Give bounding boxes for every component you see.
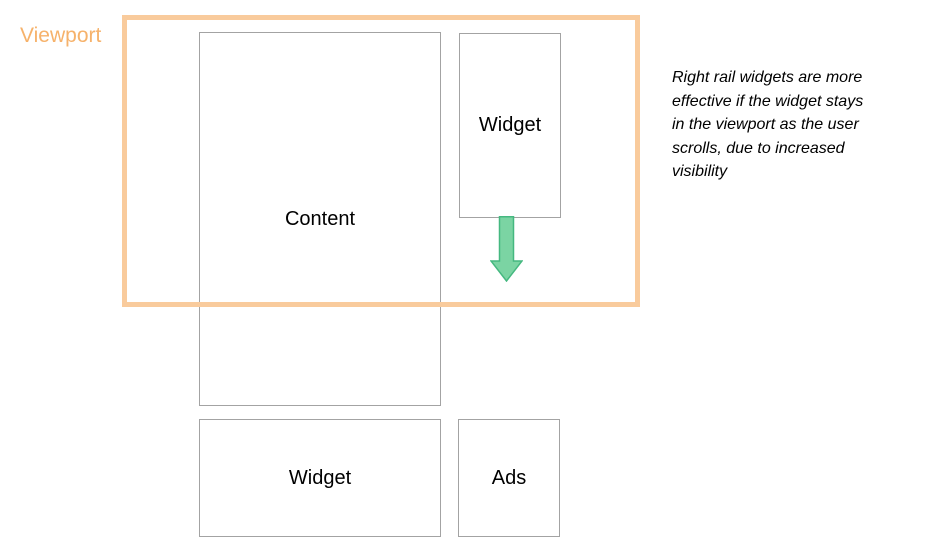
viewport-label: Viewport bbox=[20, 24, 102, 47]
right-rail-widget-box: Widget bbox=[459, 33, 561, 218]
ads-box: Ads bbox=[458, 419, 560, 537]
content-box: Content bbox=[199, 32, 441, 406]
content-label: Content bbox=[284, 207, 356, 230]
scroll-down-arrow-shape bbox=[490, 216, 523, 282]
scroll-down-arrow-icon bbox=[490, 216, 523, 282]
bottom-widget-box: Widget bbox=[199, 419, 441, 537]
ads-label: Ads bbox=[491, 466, 527, 489]
annotation-text: Right rail widgets are more effective if… bbox=[672, 69, 864, 180]
bottom-widget-label: Widget bbox=[288, 466, 352, 489]
right-rail-widget-label: Widget bbox=[478, 114, 542, 136]
